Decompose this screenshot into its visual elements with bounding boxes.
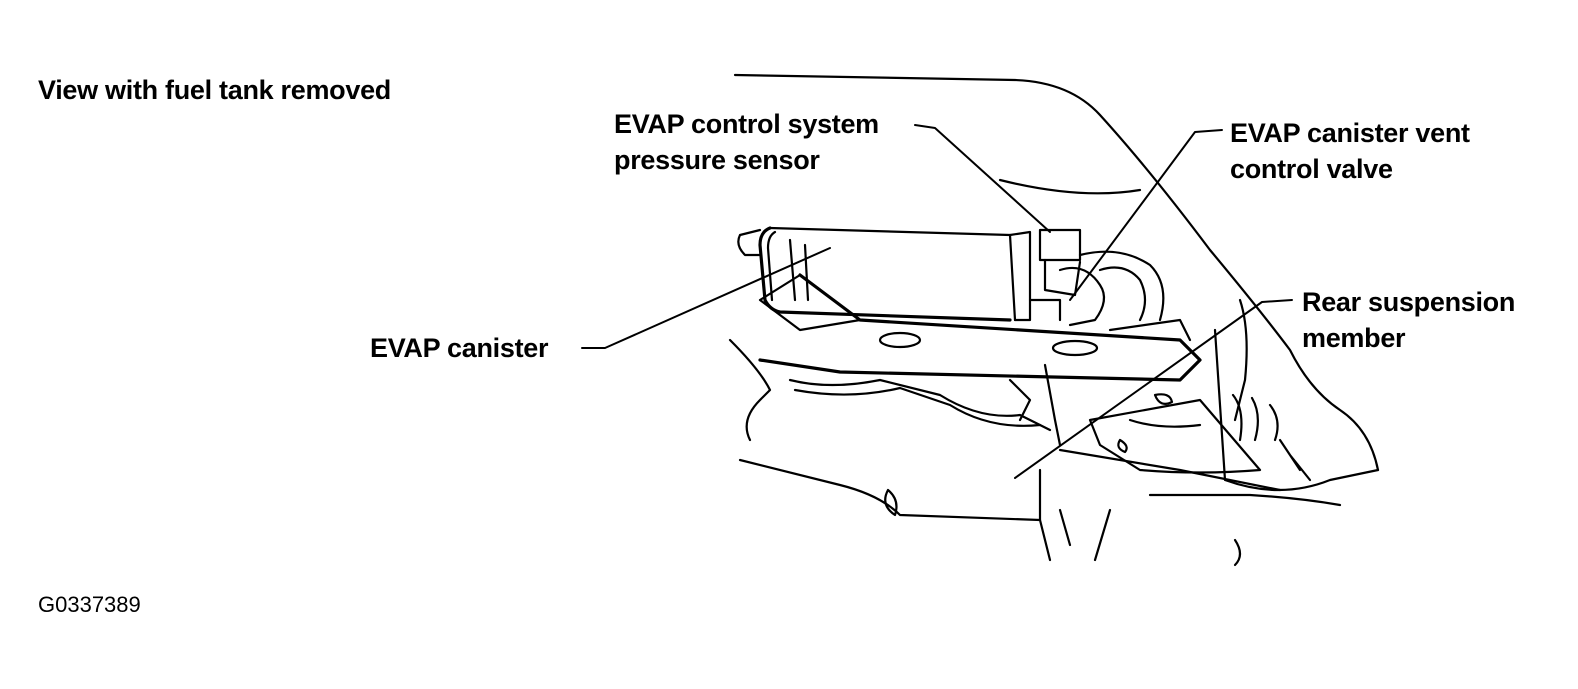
- leader-pressure-sensor: [914, 124, 1051, 233]
- vent-valve: [1058, 266, 1106, 327]
- leader-canister: [581, 247, 831, 349]
- bolt-hole-right: [1051, 339, 1099, 357]
- callout-pressure-sensor: EVAP control system pressure sensor: [614, 106, 879, 178]
- callout-suspension-line1: Rear suspension: [1302, 287, 1516, 317]
- figure-id: G0337389: [38, 592, 141, 617]
- callout-suspension: Rear suspension member: [1302, 284, 1515, 356]
- leader-vent-valve: [1069, 129, 1223, 301]
- lower-chassis-left: [728, 338, 772, 442]
- callout-pressure-sensor-line2: pressure sensor: [614, 145, 820, 175]
- callout-vent-valve: EVAP canister vent control valve: [1230, 115, 1470, 187]
- callout-canister: EVAP canister: [370, 333, 549, 363]
- leader-suspension: [1014, 299, 1293, 479]
- callout-pressure-sensor-line1: EVAP control system: [614, 109, 879, 139]
- fuel-tank-outline: [733, 73, 1380, 472]
- lower-body: [738, 458, 1052, 562]
- pressure-sensor: [1038, 228, 1082, 262]
- evap-canister: [758, 226, 1012, 322]
- callout-vent-valve-line2: control valve: [1230, 154, 1393, 184]
- callout-suspension-line2: member: [1302, 323, 1406, 353]
- bolt-hole-left: [878, 331, 922, 349]
- diagram-title: View with fuel tank removed: [38, 75, 391, 105]
- callout-vent-valve-line1: EVAP canister vent: [1230, 118, 1470, 148]
